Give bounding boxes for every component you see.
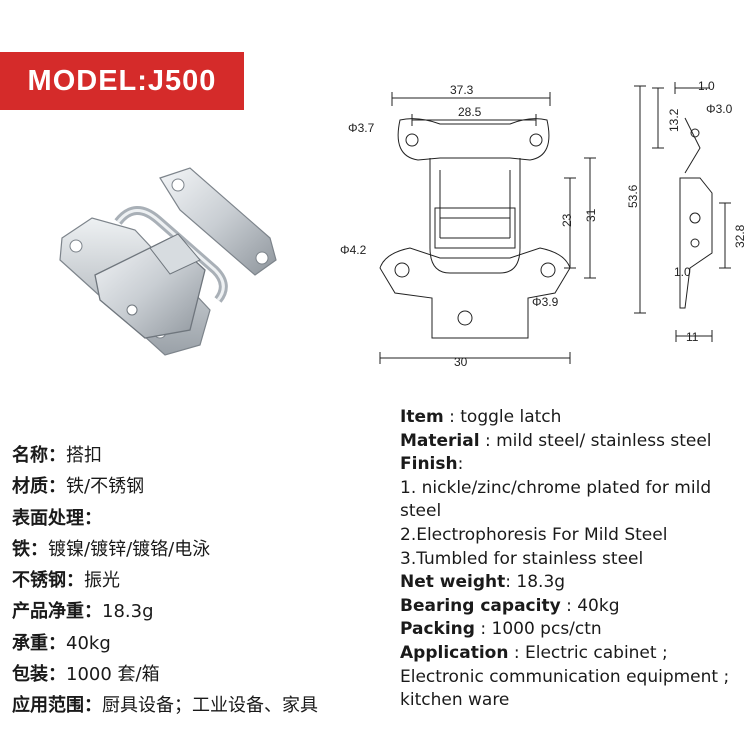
- spec-key: Item: [400, 407, 444, 427]
- spec-value: mild steel/ stainless steel: [496, 430, 712, 451]
- dim-total-height: 53.6: [626, 184, 640, 208]
- spec-key: Application: [400, 642, 509, 663]
- dim-side-height: 13.2: [667, 108, 681, 132]
- dim-lower-height: 32.8: [733, 224, 747, 248]
- technical-drawing: 37.3 28.5 Φ3.7 1.0 Φ3.0 13.2 23 31 53.6 …: [340, 79, 747, 369]
- spec-value: 1000 套/箱: [66, 664, 160, 686]
- spec-key: Packing: [400, 619, 475, 640]
- spec-row-cn: 应用范围：厨具设备；工业设备、家具: [12, 690, 392, 721]
- spec-value: 厨具设备；工业设备、家具: [102, 695, 318, 717]
- spec-row-cn: 不锈钢：振光: [12, 565, 392, 596]
- spec-value: 18.3g: [102, 601, 154, 623]
- spec-key: Finish: [400, 454, 458, 475]
- dim-side-hole: Φ3.0: [706, 102, 733, 116]
- spec-packing: Packing : 1000 pcs/ctn: [400, 619, 602, 640]
- spec-finish-1: 1. nickle/zinc/chrome plated for mild st…: [400, 477, 712, 522]
- spec-key: 铁：: [12, 538, 48, 560]
- spec-row-cn: 承重：40kg: [12, 628, 392, 659]
- spec-row-cn: 包装：1000 套/箱: [12, 659, 392, 690]
- dim-top-width: 37.3: [450, 83, 474, 97]
- dim-side-top: 1.0: [698, 79, 715, 93]
- dim-bottom-width: 30: [454, 355, 468, 369]
- spec-finish: Finish:: [400, 454, 464, 475]
- spec-weight: Net weight: 18.3g: [400, 572, 566, 593]
- spec-value: Electric cabinet ; Electronic communicat…: [400, 642, 730, 711]
- spec-key: 不锈钢：: [12, 570, 84, 592]
- spec-key: Bearing capacity: [400, 595, 561, 616]
- spec-key: 产品净重：: [12, 601, 102, 623]
- spec-key: 包装：: [12, 664, 66, 686]
- spec-key: 表面处理：: [12, 507, 102, 529]
- spec-value: 振光: [84, 570, 120, 592]
- spec-value: 搭扣: [66, 445, 102, 466]
- spec-value: 铁/不锈钢: [66, 476, 145, 498]
- spec-row-cn: 产品净重：18.3g: [12, 596, 392, 627]
- spec-row-cn: 材质：铁/不锈钢: [12, 471, 392, 502]
- product-photo: [59, 167, 277, 356]
- dim-side-width: 11: [686, 330, 699, 344]
- spec-key: 应用范围：: [12, 695, 102, 717]
- spec-material: Material : mild steel/ stainless steel: [400, 430, 712, 451]
- spec-key: Material: [400, 430, 480, 451]
- dim-length-outer: 31: [584, 208, 598, 222]
- spec-row-cn: 表面处理：: [12, 503, 392, 534]
- dim-side-thickness: 1.0: [674, 265, 691, 279]
- spec-application: Application : Electric cabinet ; Electro…: [400, 642, 730, 711]
- spec-key: 承重：: [12, 632, 66, 654]
- model-banner: MODEL:J500: [0, 52, 244, 110]
- spec-finish-2: 2.Electrophoresis For Mild Steel: [400, 524, 668, 545]
- spec-value: toggle latch: [460, 407, 562, 427]
- spec-value: 镀镍/镀锌/镀铬/电泳: [48, 538, 211, 560]
- dim-top-hole: Φ3.7: [348, 121, 375, 135]
- spec-key: 名称：: [12, 445, 66, 466]
- spec-capacity: Bearing capacity : 40kg: [400, 595, 620, 616]
- spec-key: 材质：: [12, 476, 66, 498]
- dim-hole-spacing: 28.5: [458, 105, 482, 119]
- spec-value: 40kg: [66, 632, 111, 654]
- dim-bottom-hole: Φ3.9: [532, 295, 559, 309]
- spec-list-en: Item : toggle latch Material : mild stee…: [400, 406, 748, 713]
- dim-mid-hole: Φ4.2: [340, 243, 367, 257]
- model-title: MODEL:J500: [27, 65, 217, 97]
- spec-row-cn: 铁：镀镍/镀锌/镀铬/电泳: [12, 534, 392, 565]
- spec-row-cn: 名称：搭扣: [12, 440, 392, 471]
- spec-item: Item : toggle latch: [400, 407, 562, 427]
- dim-length-inner: 23: [560, 213, 574, 227]
- spec-value: 1000 pcs/ctn: [491, 619, 602, 640]
- spec-value: 40kg: [577, 595, 620, 616]
- spec-key: Net weight: [400, 572, 506, 593]
- spec-value: 18.3g: [516, 572, 566, 593]
- spec-finish-3: 3.Tumbled for stainless steel: [400, 548, 644, 569]
- spec-list-cn: 名称：搭扣 材质：铁/不锈钢 表面处理： 铁：镀镍/镀锌/镀铬/电泳 不锈钢：振…: [12, 440, 392, 722]
